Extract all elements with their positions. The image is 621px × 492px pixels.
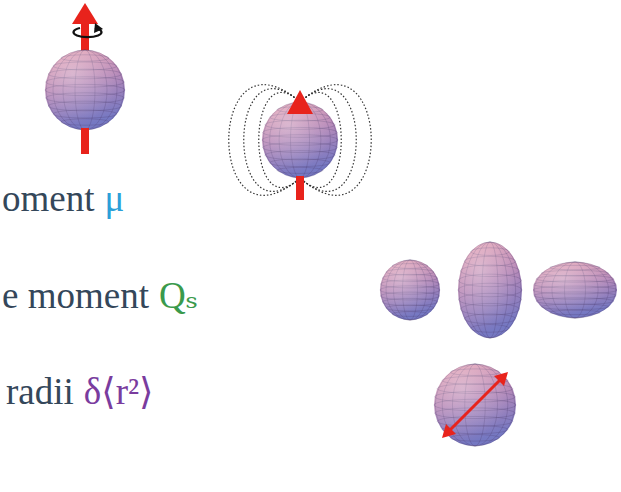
spin-sphere	[45, 3, 125, 154]
label-text: radii	[6, 372, 74, 413]
symbol-mu: μ	[104, 179, 124, 220]
text-line: e momentQₛ	[2, 276, 208, 317]
symbol-q: Qₛ	[159, 276, 198, 317]
label-text: oment	[2, 179, 94, 220]
deformation-shapes	[380, 242, 617, 338]
label-text: e moment	[2, 276, 149, 317]
dipole-sphere	[229, 85, 372, 200]
text-line: radiiδ⟨r²⟩	[6, 372, 164, 413]
text-line: omentμ	[2, 179, 134, 220]
radius-sphere	[434, 364, 516, 446]
symbol-radius: δ⟨r²⟩	[84, 372, 154, 413]
